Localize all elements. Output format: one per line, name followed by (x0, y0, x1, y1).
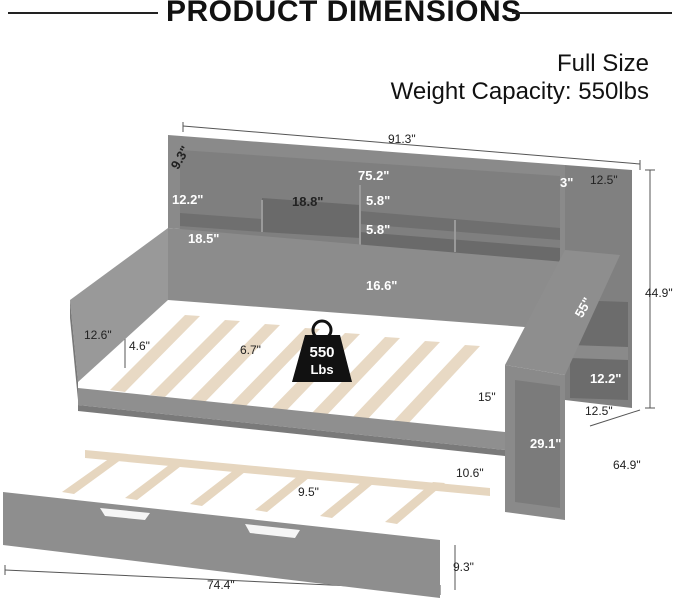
dim-shelf-gap-upper: 5.8" (366, 193, 391, 208)
dim-shelf-height-left: 12.2" (172, 192, 204, 207)
dim-side-shelf-width-bottom: 12.5" (585, 404, 613, 418)
dim-trundle-length: 74.4" (207, 578, 235, 592)
weight-badge-unit: Lbs (310, 362, 334, 377)
dim-total-width: 64.9" (613, 458, 641, 472)
back-panel (168, 228, 565, 330)
weight-capacity-label: Weight Capacity: 550lbs (390, 78, 649, 105)
front-rail (78, 388, 505, 450)
header: PRODUCT DIMENSIONS (0, 0, 679, 34)
dim-side-shelf-height: 12.2" (590, 371, 622, 386)
headboard-bookcase (168, 135, 565, 290)
dim-side-shelf-width: 12.5" (590, 173, 618, 187)
dim-total-length: 91.3" (388, 132, 416, 146)
dim-trundle-slat-gap: 9.5" (298, 485, 319, 499)
side-arm (505, 250, 620, 375)
dim-slat-gap: 6.7" (240, 343, 261, 357)
dim-top-shelf-width: 18.8" (292, 194, 324, 209)
dim-line-total-width (589, 409, 641, 427)
dim-frame-height: 15" (478, 390, 496, 404)
dim-headboard-height: 16.6" (366, 278, 398, 293)
main-slats (110, 315, 480, 427)
dim-small-gap: 3" (560, 175, 574, 190)
dim-inner-length: 75.2" (358, 168, 390, 183)
dim-trundle-height: 10.6" (456, 466, 484, 480)
trundle-drawer (3, 492, 440, 598)
dim-leg-gap: 4.6" (129, 339, 150, 353)
dim-shelf-gap-lower: 5.8" (366, 222, 391, 237)
title-rule-right (512, 12, 672, 14)
dim-cabinet-height: 29.1" (530, 436, 562, 451)
title-rule-left (8, 12, 158, 14)
dim-headboard-width: 18.5" (188, 231, 220, 246)
size-label: Full Size (556, 50, 649, 77)
dim-line-total-length (182, 125, 641, 165)
weight-badge-value: 550 (309, 344, 335, 361)
weight-badge (292, 319, 352, 382)
dim-side-height: 12.6" (84, 328, 112, 342)
left-end-panel (70, 228, 168, 382)
page-title: PRODUCT DIMENSIONS (166, 0, 522, 28)
dim-trundle-drawer-height: 9.3" (453, 560, 474, 574)
trundle-slats (62, 450, 490, 524)
dim-total-height: 44.9" (645, 286, 673, 300)
